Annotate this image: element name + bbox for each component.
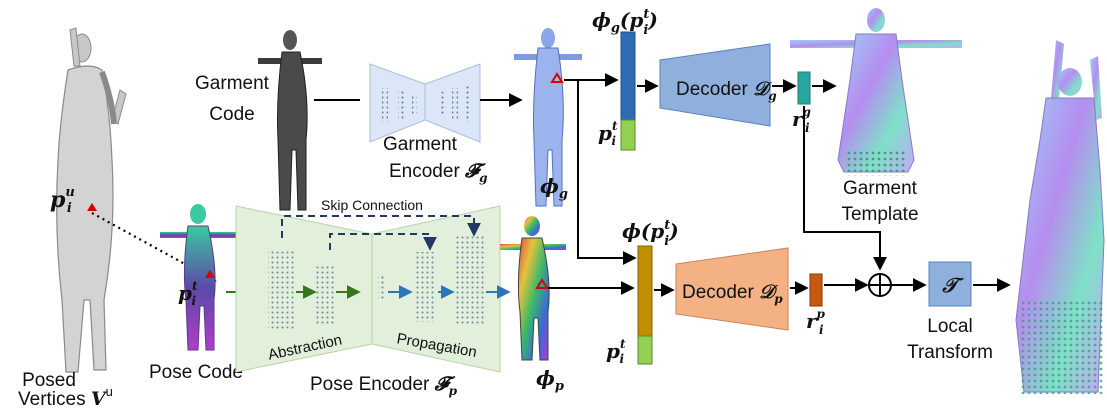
decoder-g-label: Decoder 𝒟g [676,78,777,103]
phi-g-label: ϕg [540,174,568,202]
garment-template-label-l1: Garment [843,178,918,199]
feature-vector-p [637,245,653,337]
garment-encoder-block [369,63,481,143]
feature-vector-p-pos [637,335,653,365]
local-transform-label-l1: Local [927,316,972,337]
posed-vertices-label-l2: Vertices Vu [18,384,113,410]
garment-code-label-l1: Garment [195,73,270,94]
phi-p-label: ϕp [536,366,564,394]
decoder-p-label: Decoder 𝒟p [682,281,783,306]
skip-connection-outer [281,215,481,238]
arrow-phi-g-to-feature-p [577,80,637,265]
feature-vector-g-pos [620,119,636,151]
posed-vertices-label-l1: Posed [22,370,76,391]
vertex-marker-garment [550,72,564,83]
garment-encoder-label-l2: Encoder 𝓕g [389,160,487,185]
pose-encoder-label: Pose Encoder 𝓕p [310,373,458,398]
vertex-marker-red [87,203,97,211]
skip-connection-inner [329,233,437,251]
garment-code-figure [258,30,322,211]
feature-vector-g [620,31,636,121]
output-garment-figure [1015,40,1105,394]
pose-code-figure [160,204,236,351]
pose-code-label: Pose Code [149,362,243,383]
phi-p-figure [500,216,566,361]
decoder-g-block [659,43,771,127]
garment-template-label-l2: Template [841,204,918,225]
decoder-p-block [675,247,789,331]
r-p-vector [809,273,823,307]
garment-encoder-label-l1: Garment [383,134,458,155]
r-g-vector [797,71,811,105]
local-transform-box [928,261,972,307]
garment-code-label-l2: Code [209,104,254,125]
vertex-marker-pose [205,270,215,278]
vertex-marker-phi-p [535,278,549,289]
skip-connection-label: Skip Connection [321,197,423,213]
garment-template-figure [790,8,962,176]
posed-body-figure [56,27,127,373]
local-transform-label-l2: Transform [907,342,993,363]
arrow-r-g-to-oplus [803,106,887,271]
